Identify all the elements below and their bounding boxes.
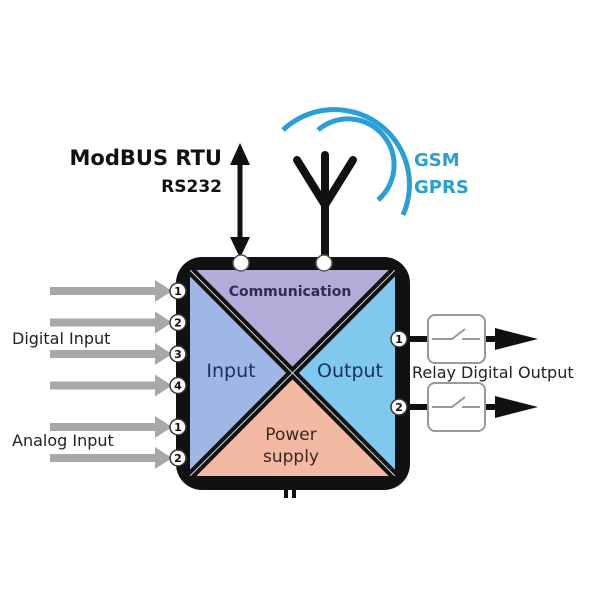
input-section xyxy=(190,270,292,476)
communication-label: Communication xyxy=(229,284,352,300)
input-label: Input xyxy=(206,360,255,382)
output-arrow-icon xyxy=(495,396,538,418)
digital-input-port-2 xyxy=(169,313,187,332)
digital-input-port-3 xyxy=(169,345,187,363)
modbus-label: ModBUS RTU xyxy=(70,146,222,170)
port-number: 4 xyxy=(174,380,182,393)
analog-input-label: Analog Input xyxy=(12,431,114,450)
relay-output-2: 2 xyxy=(390,382,538,432)
comm-port-antenna xyxy=(315,254,333,272)
power-section xyxy=(190,373,395,476)
output-section xyxy=(292,270,395,476)
port-number: 3 xyxy=(174,348,182,361)
arrow-head-icon xyxy=(155,280,172,302)
analog-input-port-2 xyxy=(169,449,187,467)
relay-output-port-2 xyxy=(390,398,408,416)
arrow-head-icon xyxy=(155,416,172,438)
analog-input-port-1 xyxy=(169,418,187,436)
power-connector-icon xyxy=(284,484,296,498)
port-number: 2 xyxy=(174,452,182,465)
digital-input-arrow-1 xyxy=(50,287,158,295)
bidirectional-arrow-icon xyxy=(230,143,250,258)
comm-port-modbus xyxy=(232,254,250,272)
communication-section xyxy=(190,270,395,373)
output-arrow-icon xyxy=(495,328,538,350)
relay-switch-icon xyxy=(427,382,486,432)
digital-input-arrow-3 xyxy=(50,350,158,358)
arrow-head-icon xyxy=(155,374,172,397)
analog-input-arrow-1 xyxy=(50,423,158,431)
arrow-head-icon xyxy=(155,311,172,334)
port-number: 1 xyxy=(174,421,182,434)
input-arrows xyxy=(50,280,172,469)
port-number: 2 xyxy=(174,317,182,330)
relay-output-port-1 xyxy=(390,330,408,348)
power-label-line2: supply xyxy=(263,447,319,467)
relay-output-1: 1 xyxy=(390,314,538,364)
digital-input-port-1 xyxy=(169,282,187,300)
relay-switch-icon xyxy=(427,314,486,364)
power-label-line1: Power xyxy=(265,425,316,445)
digital-input-arrow-4 xyxy=(50,381,158,390)
port-number: 2 xyxy=(395,401,403,414)
digital-input-port-4 xyxy=(169,376,187,395)
gsm-label: GSM xyxy=(414,150,460,171)
relay-output-label: Relay Digital Output xyxy=(412,363,574,382)
wireless-signal-icon xyxy=(281,107,412,217)
arrow-head-icon xyxy=(155,343,172,365)
output-label: Output xyxy=(317,360,383,382)
analog-input-arrow-2 xyxy=(50,454,158,462)
rs232-label: RS232 xyxy=(161,177,222,197)
digital-input-label: Digital Input xyxy=(12,329,110,348)
port-number: 1 xyxy=(395,333,403,346)
port-number: 1 xyxy=(174,285,182,298)
arrow-head-icon xyxy=(155,447,172,469)
digital-input-arrow-2 xyxy=(50,318,158,327)
antenna-icon xyxy=(293,151,357,266)
gprs-label: GPRS xyxy=(414,177,469,198)
